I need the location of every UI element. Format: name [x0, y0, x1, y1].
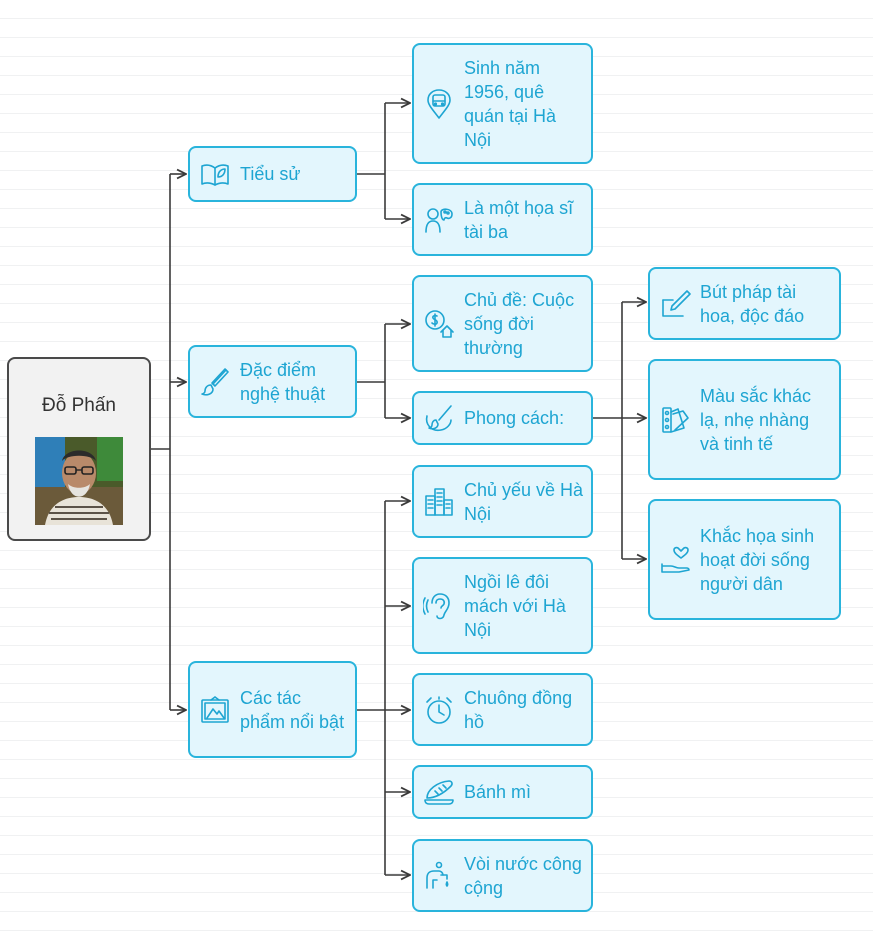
leaf-label: Sinh năm 1956, quê quán tại Hà Nội — [464, 57, 557, 150]
city-buildings-icon — [422, 485, 456, 519]
leaf-hoa-si[interactable]: Là một họa sĩ tài ba — [412, 183, 593, 256]
branch-cac-tac-pham-noi-bat[interactable]: Các tác phẩm nổi bật — [188, 661, 357, 758]
root-node[interactable]: Đỗ Phấn — [7, 357, 151, 541]
style-label: Màu sắc khác lạ, nhẹ nhàng và tinh tế — [700, 385, 812, 454]
ear-listening-icon — [422, 589, 456, 623]
leaf-label: Phong cách: — [464, 408, 565, 428]
portrait-photo — [35, 437, 123, 525]
leaf-label: Chủ yếu về Hà Nội — [464, 479, 584, 524]
pen-on-paper-icon — [658, 287, 692, 321]
hand-heart-icon — [658, 543, 692, 577]
paintbrush-icon — [198, 365, 232, 399]
style-but-phap[interactable]: Bút pháp tài hoa, độc đáo — [648, 267, 841, 340]
style-mau-sac[interactable]: Màu sắc khác lạ, nhẹ nhàng và tinh tế — [648, 359, 841, 480]
leaf-ngoi-le[interactable]: Ngồi lê đôi mách với Hà Nội — [412, 557, 593, 654]
leaf-label: Ngồi lê đôi mách với Hà Nội — [464, 571, 566, 640]
color-swatches-icon — [658, 403, 692, 437]
leaf-banh-mi[interactable]: Bánh mì — [412, 765, 593, 819]
water-tap-icon — [422, 859, 456, 893]
leaf-chu-de[interactable]: Chủ đề: Cuộc sống đời thường — [412, 275, 593, 372]
money-house-icon — [422, 307, 456, 341]
leaf-label: Vòi nước công cộng — [464, 853, 582, 898]
style-label: Khắc họa sinh hoạt đời sống người dân — [700, 525, 815, 594]
map-pin-bus-icon — [422, 87, 456, 121]
leaf-label: Chủ đề: Cuộc sống đời thường — [464, 289, 575, 358]
brush-stroke-icon — [422, 401, 456, 435]
leaf-sinh-nam[interactable]: Sinh năm 1956, quê quán tại Hà Nội — [412, 43, 593, 164]
branch-dac-diem-nghe-thuat[interactable]: Đặc điểm nghệ thuật — [188, 345, 357, 418]
open-book-icon — [198, 157, 232, 191]
leaf-voi-nuoc[interactable]: Vòi nước công cộng — [412, 839, 593, 912]
leaf-phong-cach[interactable]: Phong cách: — [412, 391, 593, 445]
leaf-label: Bánh mì — [464, 782, 532, 802]
branch-label: Các tác phẩm nổi bật — [240, 687, 345, 732]
style-label: Bút pháp tài hoa, độc đáo — [700, 281, 805, 326]
leaf-label: Là một họa sĩ tài ba — [464, 197, 574, 242]
branch-tieu-su[interactable]: Tiểu sử — [188, 146, 357, 202]
alarm-clock-icon — [422, 693, 456, 727]
leaf-chu-yeu[interactable]: Chủ yếu về Hà Nội — [412, 465, 593, 538]
leaf-label: Chuông đồng hồ — [464, 687, 573, 732]
leaf-chuong-dong-ho[interactable]: Chuông đồng hồ — [412, 673, 593, 746]
artist-palette-icon — [422, 203, 456, 237]
root-title: Đỗ Phấn — [42, 395, 116, 416]
bread-icon — [422, 775, 456, 809]
style-khac-hoa[interactable]: Khắc họa sinh hoạt đời sống người dân — [648, 499, 841, 620]
branch-label: Đặc điểm nghệ thuật — [240, 359, 326, 404]
branch-label: Tiểu sử — [240, 164, 301, 184]
framed-picture-icon — [198, 693, 232, 727]
